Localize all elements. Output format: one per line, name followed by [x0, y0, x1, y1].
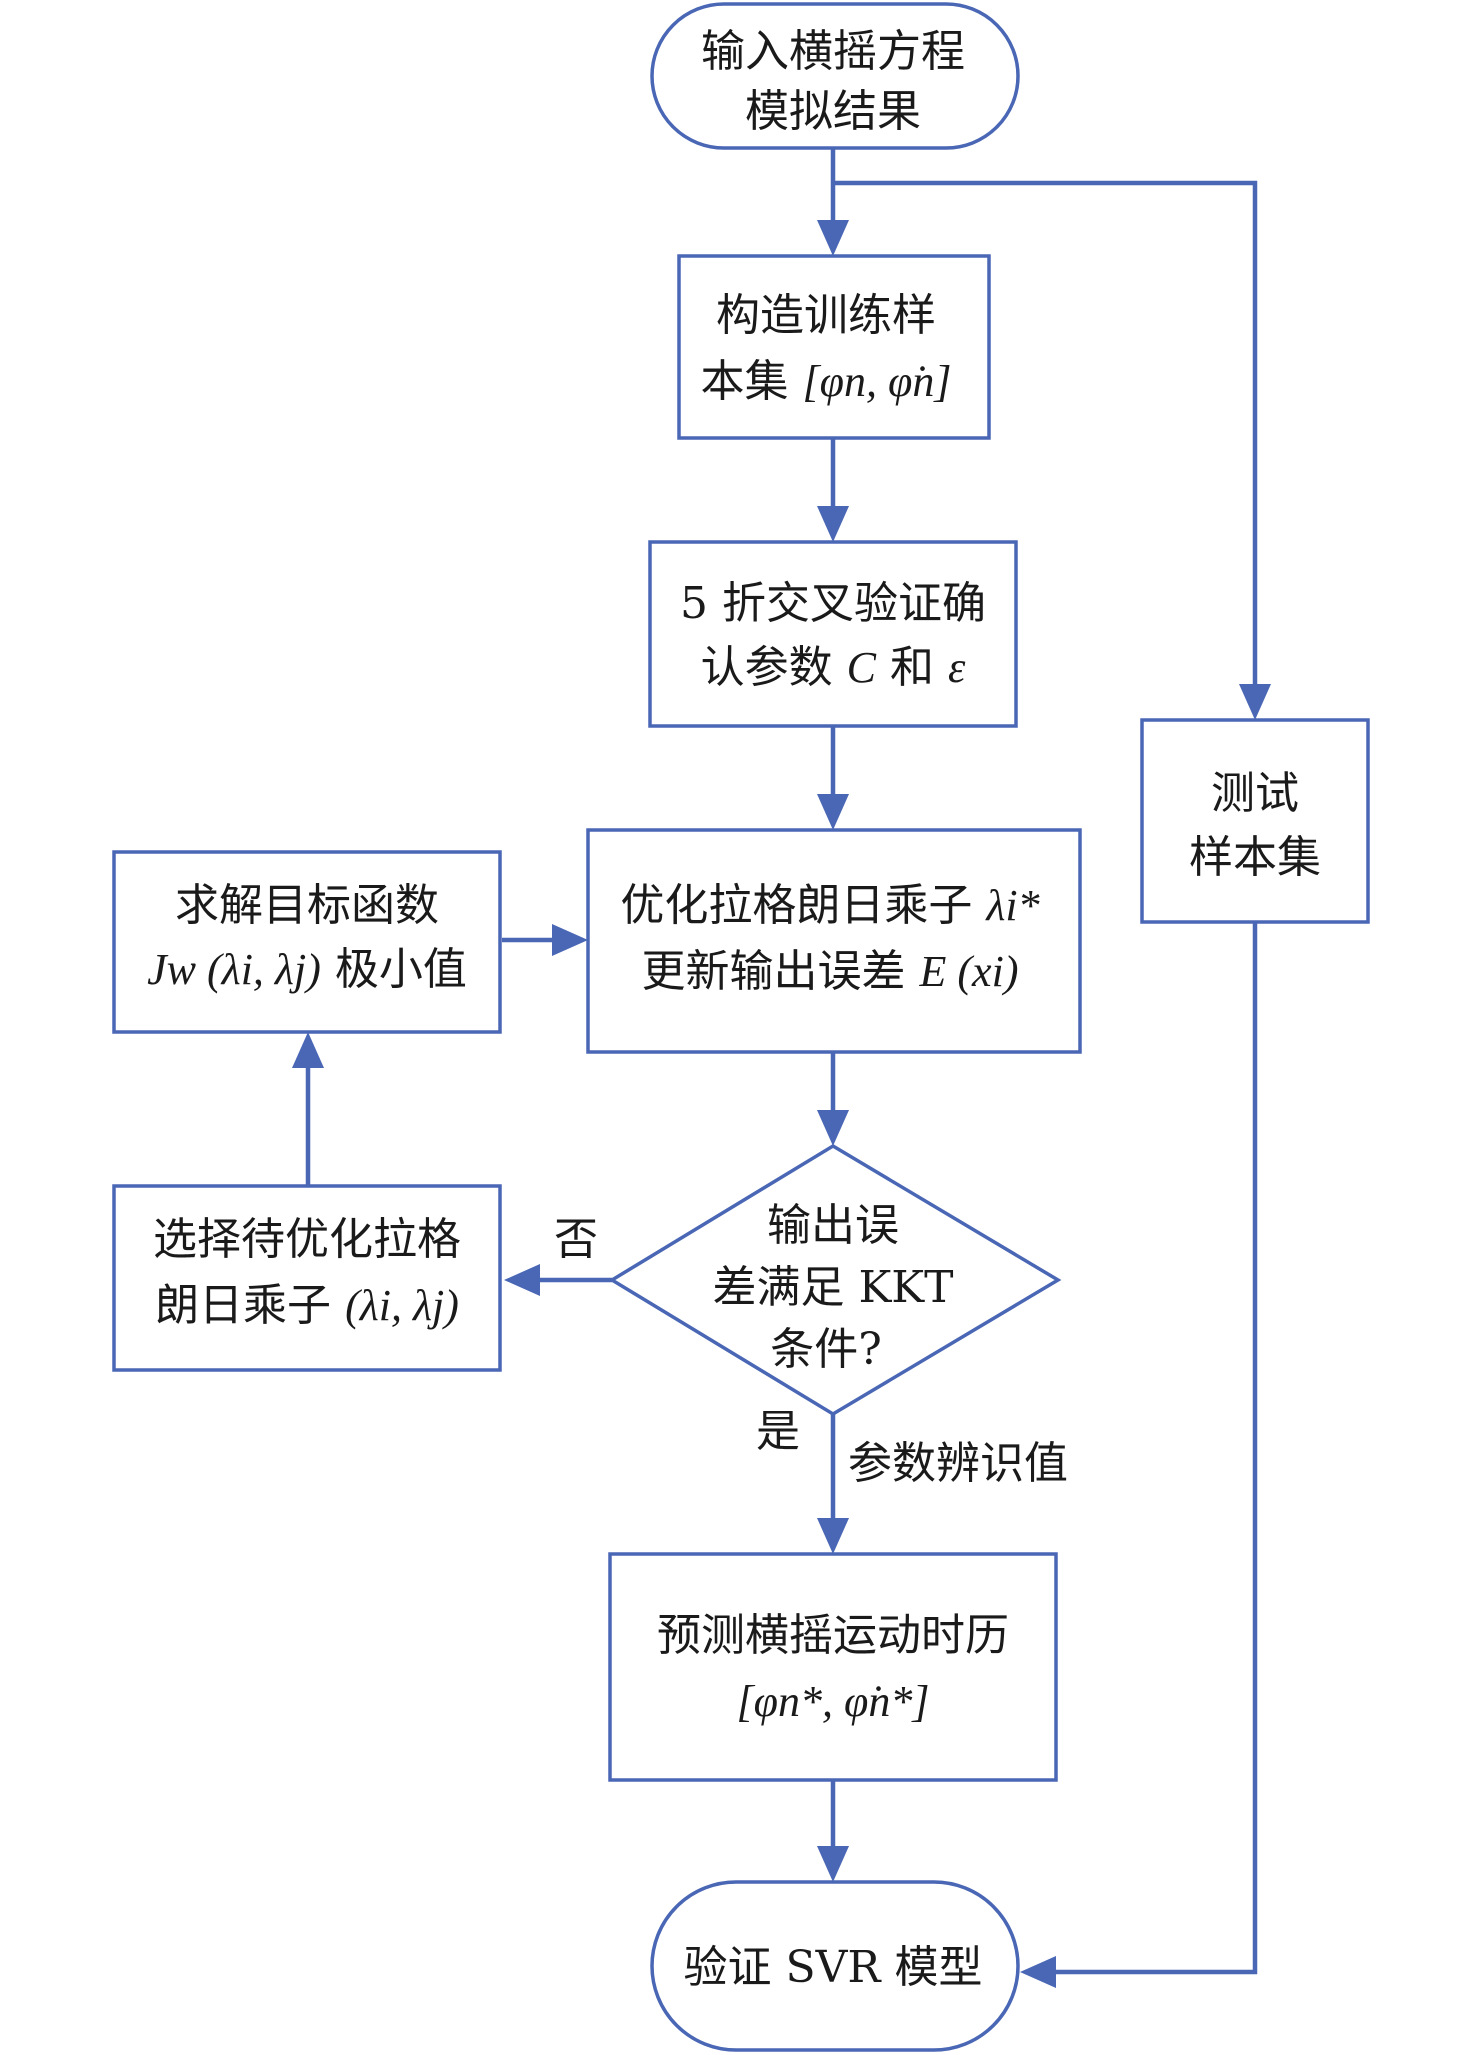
- optimize-multiplier-node: 优化拉格朗日乘子 λi* 更新输出误差 E (xi): [586, 828, 1082, 1054]
- build-training-set-node: 构造训练样 本集 [φn, φ̇n]: [677, 254, 991, 440]
- cross-validation-line2: 认参数 C 和 ε: [701, 642, 966, 693]
- optimize-line1-prefix: 优化拉格朗日乘子: [620, 880, 986, 931]
- build-training-line2-prefix: 本集: [701, 356, 803, 407]
- arrow-head: [817, 220, 849, 256]
- predict-line1: 预测横摇运动时历: [657, 1610, 1009, 1661]
- arrow-head: [817, 794, 849, 830]
- param-c-math: C: [847, 643, 877, 692]
- predict-roll-node: 预测横摇运动时历 [φn*, φ̇n*]: [608, 1552, 1058, 1782]
- yes-branch-label: 是: [756, 1406, 800, 1457]
- select-multiplier-line2-prefix: 朗日乘子: [155, 1280, 345, 1331]
- select-multiplier-node: 选择待优化拉格 朗日乘子 (λi, λj): [112, 1184, 502, 1372]
- optimize-line1: 优化拉格朗日乘子 λi*: [620, 880, 1039, 931]
- solve-objective-line2: Jw (λi, λj) 极小值: [147, 944, 467, 995]
- no-branch-label: 否: [554, 1214, 598, 1265]
- kkt-line3: 条件?: [770, 1324, 882, 1375]
- edge-start-to-test: [833, 180, 1258, 686]
- param-epsilon-math: ε: [948, 643, 966, 692]
- solve-objective-suffix: 极小值: [321, 944, 467, 995]
- arrow-head: [817, 1518, 849, 1554]
- arrow-head: [1239, 684, 1271, 720]
- cross-validation-line1: 5 折交叉验证确: [680, 578, 986, 629]
- cv-line2-mid: 和: [876, 642, 948, 693]
- optimize-line2-prefix: 更新输出误差: [642, 946, 920, 997]
- kkt-line2: 差满足 KKT: [712, 1262, 953, 1313]
- prediction-vector-math: [φn*, φ̇n*]: [737, 1677, 930, 1726]
- start-node-line1: 输入横摇方程: [701, 26, 965, 77]
- select-multiplier-line2: 朗日乘子 (λi, λj): [155, 1280, 459, 1331]
- cv-line2-prefix: 认参数: [701, 642, 847, 693]
- edge-test-to-verify: [1054, 922, 1258, 1975]
- solve-objective-node: 求解目标函数 Jw (λi, λj) 极小值: [112, 850, 502, 1034]
- param-value-label: 参数辨识值: [848, 1438, 1068, 1489]
- build-training-line1: 构造训练样: [716, 290, 936, 341]
- solve-objective-line1: 求解目标函数: [175, 880, 439, 931]
- kkt-decision-node: 输出误 差满足 KKT 条件?: [608, 1143, 1062, 1417]
- select-multiplier-line1: 选择待优化拉格: [153, 1214, 461, 1265]
- arrow-head: [292, 1032, 324, 1068]
- arrow-head: [504, 1264, 540, 1296]
- test-set-line1: 测试: [1211, 768, 1299, 819]
- test-set-line2: 样本集: [1189, 832, 1321, 883]
- start-node: 输入横摇方程 模拟结果: [650, 2, 1020, 150]
- start-node-line2: 模拟结果: [745, 86, 921, 137]
- optimize-line2: 更新输出误差 E (xi): [642, 946, 1019, 997]
- lambda-pair-math: (λi, λj): [345, 1281, 459, 1330]
- arrow-head: [817, 1846, 849, 1882]
- objective-function-math: Jw (λi, λj): [147, 945, 321, 994]
- build-training-line2: 本集 [φn, φ̇n]: [701, 356, 952, 407]
- arrow-head: [1020, 1956, 1056, 1988]
- test-set-node: 测试 样本集: [1140, 718, 1370, 924]
- verify-svr-text: 验证 SVR 模型: [683, 1942, 982, 1993]
- arrow-head: [817, 506, 849, 542]
- verify-svr-node: 验证 SVR 模型: [650, 1880, 1020, 2052]
- kkt-line1: 输出误: [767, 1200, 899, 1251]
- predict-line2: [φn*, φ̇n*]: [737, 1677, 930, 1726]
- arrow-head: [817, 1110, 849, 1146]
- training-vector-math: [φn, φ̇n]: [803, 357, 952, 406]
- lambda-star-math: λi*: [984, 881, 1039, 930]
- arrow-head: [552, 924, 588, 956]
- output-error-math: E (xi): [919, 947, 1019, 996]
- cross-validation-node: 5 折交叉验证确 认参数 C 和 ε: [648, 540, 1018, 728]
